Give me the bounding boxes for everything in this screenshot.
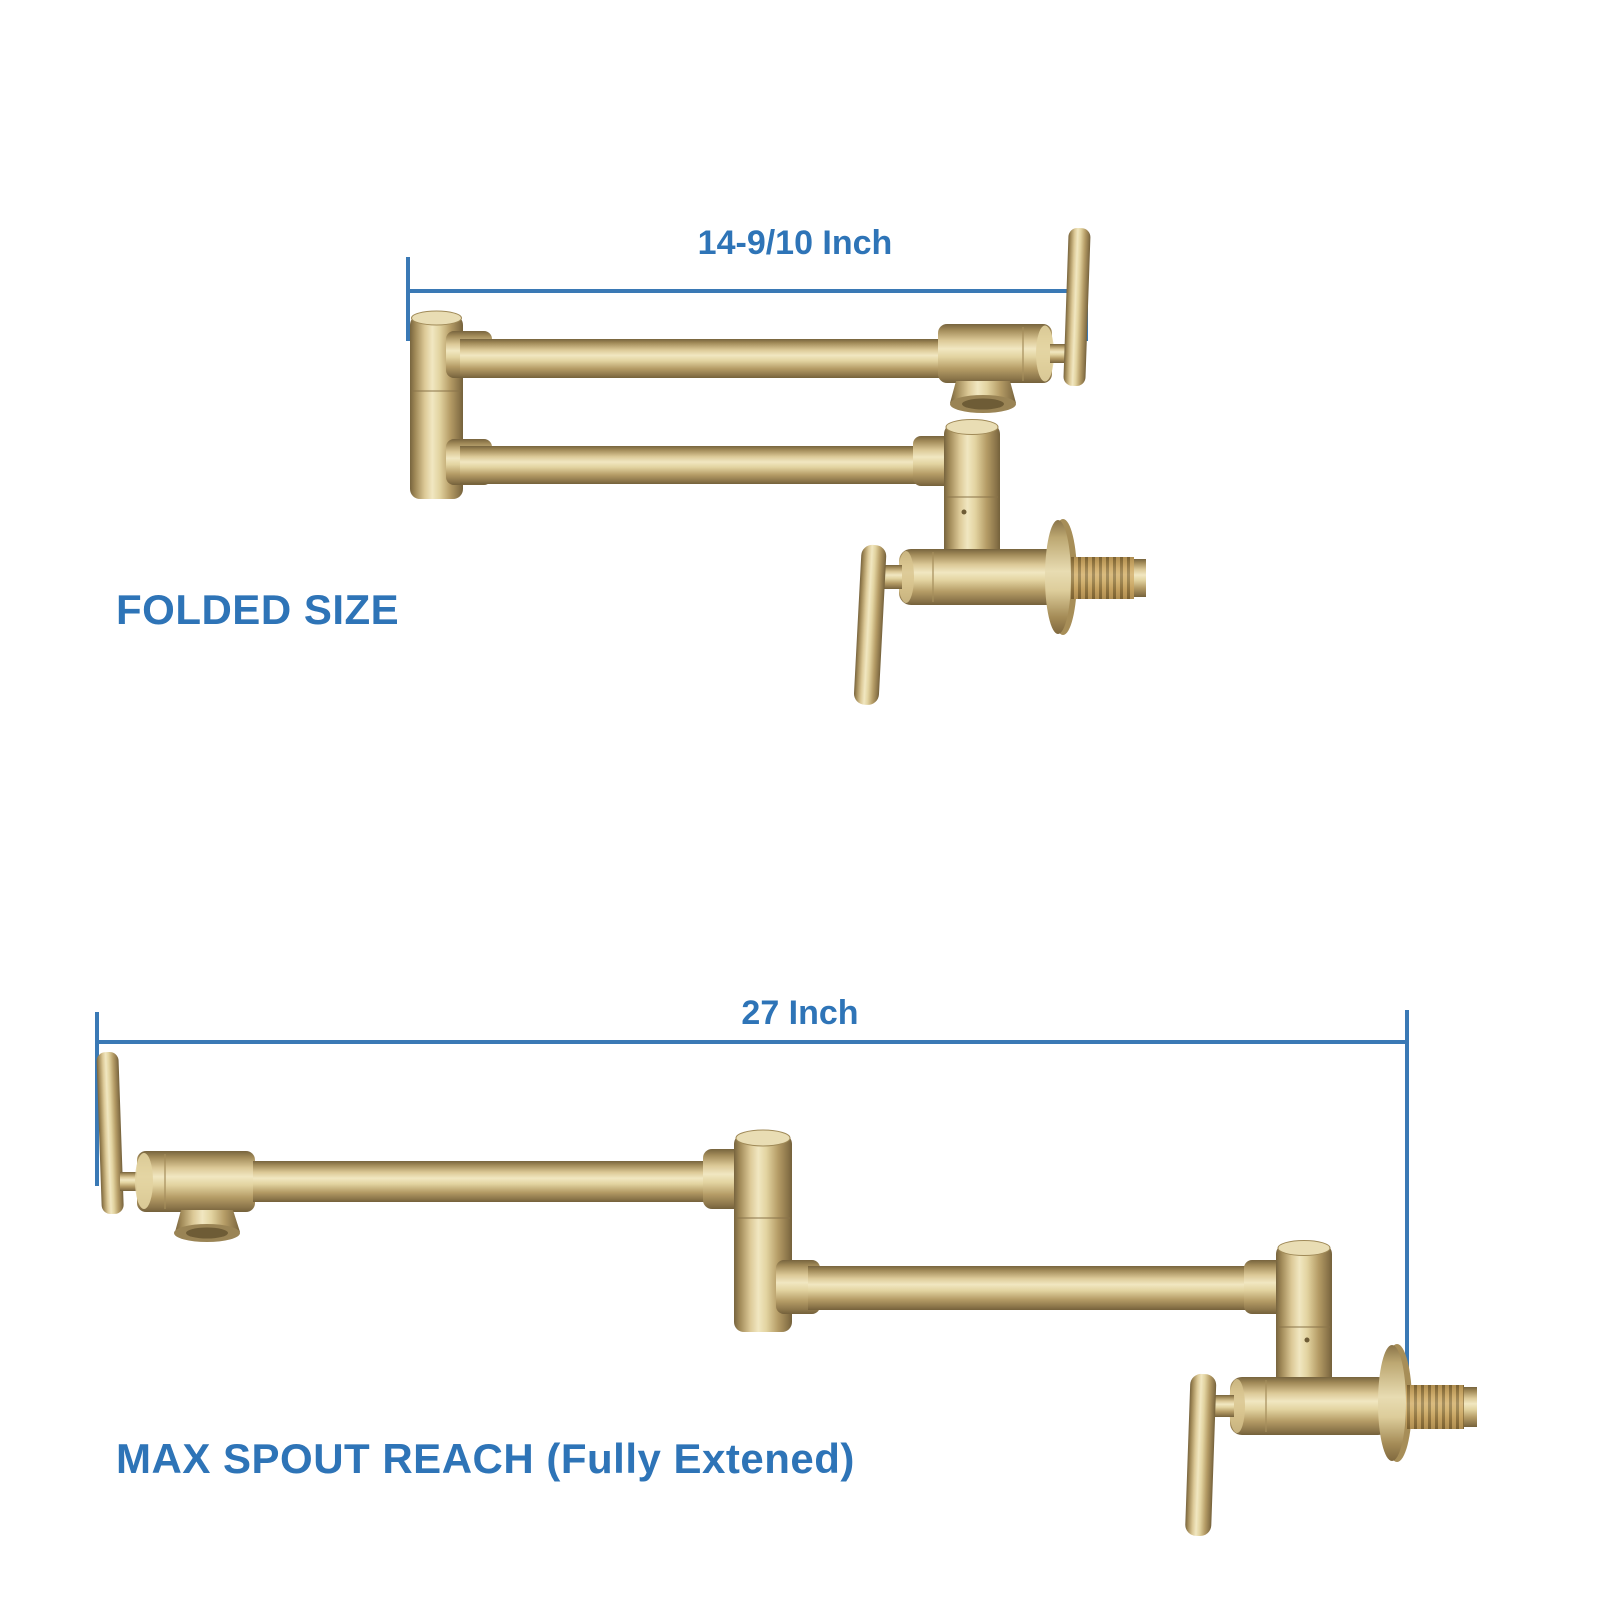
folded-dimension-label: 14-9/10 Inch [697, 224, 893, 262]
extended-dimension-label: 27 Inch [741, 994, 859, 1032]
folded-size-caption: FOLDED SIZE [116, 586, 400, 633]
extended-dimension-line [95, 1010, 1409, 1388]
extended-faucet-illustration [96, 1051, 1477, 1536]
folded-faucet-illustration [410, 227, 1146, 705]
max-spout-reach-caption: MAX SPOUT REACH (Fully Extened) [116, 1435, 855, 1482]
